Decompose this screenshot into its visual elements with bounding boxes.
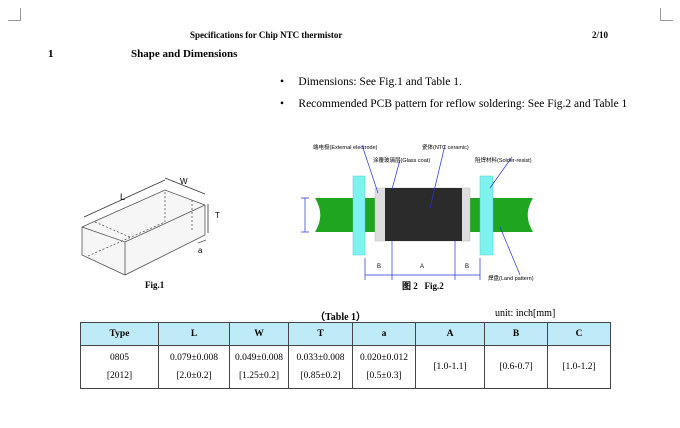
bullet-item: • Recommended PCB pattern for reflow sol… [280,98,628,110]
label-L: L [120,192,125,202]
table-row: 0805[2012] 0.079±0.008[2.0±0.2] 0.049±0.… [80,345,611,389]
col-header: L [158,322,230,346]
label-solder-resist: 阻焊材料(Solder-resist) [475,158,532,164]
label-a: a [198,246,203,255]
cell-a: 0.020±0.012[0.5±0.3] [352,345,416,389]
page-number: 2/10 [592,30,609,40]
col-header: T [288,322,353,346]
section-number: 1 [48,48,54,60]
cell-B: [0.6-0.7] [484,345,548,389]
crop-mark [660,8,673,21]
cell-T: 0.033±0.008[0.85±0.2] [288,345,353,389]
table-unit: unit: inch[mm] [495,308,556,319]
label-land-pattern: 焊盘(Land pattern) [488,276,534,282]
fig2-caption: 图 2 Fig.2 [402,281,444,291]
table-caption: （Table 1） [315,312,367,323]
label-external-electrode: 端电极(External electrode) [313,145,378,151]
col-header: a [352,322,416,346]
col-header: Type [80,322,159,346]
cell-L: 0.079±0.008[2.0±0.2] [158,345,230,389]
doc-title: Specifications for Chip NTC thermistor [190,30,343,40]
col-header: W [229,322,289,346]
label-B-left: B [377,264,381,270]
label-B-right: B [465,264,469,270]
label-W: W [180,177,188,186]
cell-C: [1.0-1.2] [547,345,611,389]
fig1-caption: Fig.1 [145,280,165,290]
crop-mark [8,8,21,21]
col-header: A [415,322,485,346]
dimensions-table: Type L W T a A B C 0805[2012] 0.079±0.00… [80,322,611,389]
label-ceramic: 瓷体(NTC ceramic) [422,145,469,151]
label-glass-coat: 涂覆玻璃层(Glass coat) [373,158,431,164]
table-header-row: Type L W T a A B C [80,322,611,346]
col-header: C [547,322,611,346]
label-A: A [420,264,424,270]
section-title: Shape and Dimensions [131,48,238,60]
col-header: B [484,322,548,346]
label-T: T [215,211,220,220]
bullet-item: • Dimensions: See Fig.1 and Table 1. [280,76,462,88]
cell-A: [1.0-1.1] [415,345,485,389]
fig1-chip-drawing: L W T a [81,177,220,276]
cell-W: 0.049±0.008[1.25±0.2] [229,345,289,389]
fig2-pcb-drawing: B A B [301,144,533,280]
cell-type: 0805[2012] [80,345,159,389]
